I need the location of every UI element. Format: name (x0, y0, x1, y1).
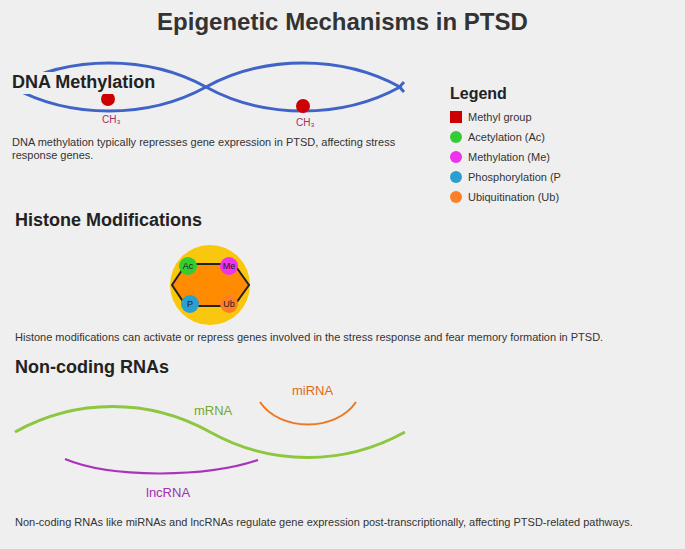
legend-item: Methylation (Me) (450, 150, 550, 164)
modification-label: Ub (223, 300, 235, 309)
histone-halo (170, 245, 250, 325)
section-heading: Histone Modifications (15, 210, 202, 232)
section-heading: DNA Methylation (10, 72, 157, 94)
legend-item: Ubiquitination (Ub) (450, 190, 559, 204)
methyl-dot (101, 92, 115, 106)
lncrna-strand (65, 459, 258, 473)
modification-circle: P (181, 295, 199, 313)
legend-swatch (450, 151, 462, 163)
legend-text: Acetylation (Ac) (468, 131, 545, 143)
histone-figure (170, 245, 250, 325)
legend-text: Methyl group (468, 111, 532, 123)
legend-item: Phosphorylation (P (450, 170, 561, 184)
methyl-label: CH₃ (100, 114, 123, 126)
modification-label: Ac (183, 262, 194, 271)
modification-label: P (187, 300, 193, 309)
modification-circle: Ac (179, 257, 197, 275)
legend-swatch (450, 191, 462, 203)
legend-swatch (450, 171, 462, 183)
legend-text: Ubiquitination (Ub) (468, 191, 559, 203)
legend-text: Phosphorylation (P (468, 171, 561, 183)
page-title: Epigenetic Mechanisms in PTSD (0, 8, 685, 37)
modification-circle: Me (220, 257, 238, 275)
section-description: DNA methylation typically represses gene… (12, 136, 440, 162)
legend-title: Legend (450, 84, 507, 103)
legend-swatch (450, 131, 462, 143)
methyl-label: CH₃ (294, 117, 317, 129)
legend-item: Methyl group (450, 110, 532, 124)
rna-label: miRNA (292, 383, 333, 399)
legend-text: Methylation (Me) (468, 151, 550, 163)
rna-label: lncRNA (146, 485, 190, 501)
rna-label: mRNA (194, 403, 232, 419)
mirna-strand (260, 402, 356, 425)
legend-item: Acetylation (Ac) (450, 130, 545, 144)
legend-swatch (450, 111, 462, 123)
section-heading: Non-coding RNAs (15, 357, 169, 379)
modification-circle: Ub (220, 295, 238, 313)
modification-label: Me (223, 262, 236, 271)
section-description: Histone modifications can activate or re… (15, 331, 680, 344)
rna-strands (15, 402, 405, 473)
section-description: Non-coding RNAs like miRNAs and lncRNAs … (15, 516, 680, 529)
methyl-dot (296, 99, 310, 113)
